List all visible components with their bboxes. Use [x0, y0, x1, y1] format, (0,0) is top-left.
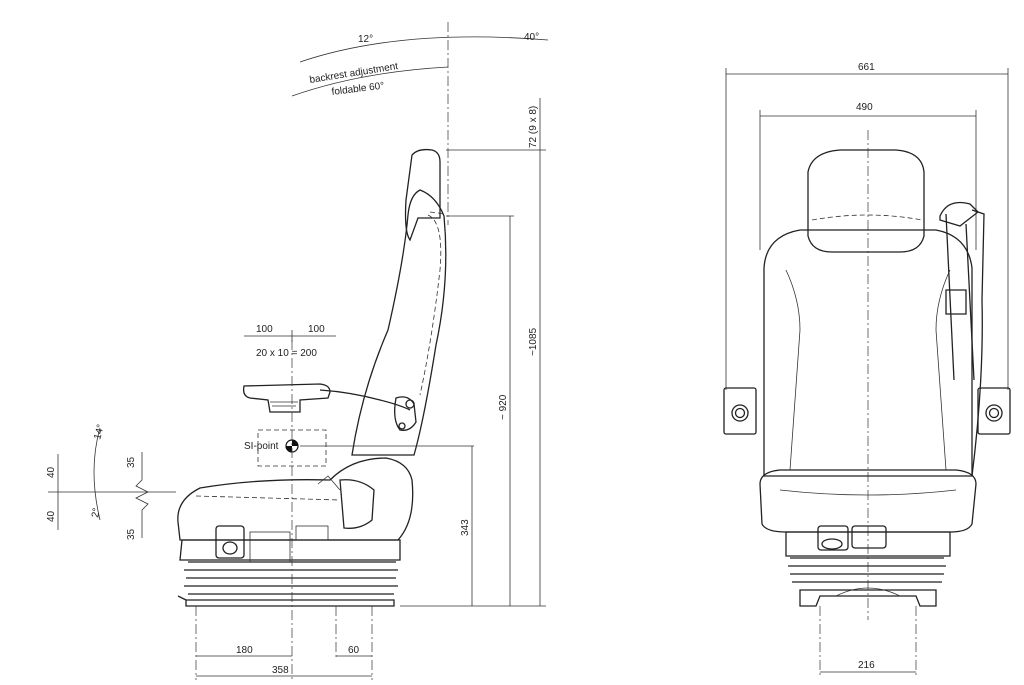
side-bolster [339, 479, 375, 529]
front-cushion-outline [759, 469, 977, 533]
seat-width-label: 490 [856, 102, 873, 113]
dim-358-label: 358 [272, 665, 289, 676]
backrest-hinge [394, 396, 417, 431]
left-bracket-bolt-icon [731, 404, 749, 422]
left-bracket-bolt-inner [734, 407, 746, 419]
base-lever [177, 595, 187, 601]
fore-aft-right-label: 100 [308, 324, 325, 335]
backrest-adjustment-label: backrest adjustment [309, 61, 399, 86]
backrest-outline [351, 189, 447, 456]
front-bellows [788, 557, 946, 583]
suspension-up-label: 35 [126, 456, 137, 468]
headrest-adjust-label: 72 (9 x 8) [528, 106, 539, 148]
si-height-label: 343 [460, 519, 471, 536]
si-point-label: SI-point [244, 441, 279, 452]
hinge-bolt-icon [405, 399, 415, 409]
front-seat-frame [785, 531, 951, 557]
suspension-bellows [184, 561, 398, 595]
front-headrest-contour [811, 214, 923, 221]
left-bracket [723, 387, 757, 435]
side-view: 12° 40° backrest adjustment foldable 60° [46, 22, 549, 680]
foldable-label: foldable 60° [331, 81, 385, 98]
tilt-up-label: 14° [92, 423, 107, 440]
front-headrest-outline [807, 149, 925, 253]
base-width-label: 216 [858, 660, 875, 671]
front-knob-icon [821, 538, 843, 550]
tilt-down-label: 2° [90, 507, 102, 518]
hinge-pin-icon [398, 422, 406, 430]
angle-40-label: 40° [524, 32, 539, 43]
armrest-arm [319, 389, 411, 411]
headrest-outline [404, 148, 441, 242]
suspension-down-label: 35 [126, 528, 137, 540]
seat-cushion-outline [177, 457, 414, 541]
headrest-contour [429, 211, 447, 215]
right-bracket [977, 387, 1011, 435]
backrest-inner-contour [419, 214, 442, 396]
vertical-down-label: 40 [46, 510, 57, 522]
base-plate [185, 599, 395, 607]
right-bracket-bolt-icon [985, 404, 1003, 422]
vertical-up-label: 40 [46, 466, 57, 478]
side-panel [971, 209, 985, 477]
front-control-box [817, 525, 849, 551]
front-view: 661 490 [723, 62, 1011, 676]
si-point-marker [286, 440, 298, 452]
overall-width-label: 661 [858, 62, 875, 73]
control-panel [249, 531, 291, 563]
fore-aft-steps-label: 20 x 10 = 200 [256, 348, 317, 359]
total-height-label: ~1085 [528, 327, 539, 356]
belt-guide [939, 201, 979, 227]
adjust-knob-icon [222, 541, 238, 555]
front-base [799, 589, 937, 607]
backrest-adjust-arc [291, 66, 449, 97]
armrest-detail [270, 401, 298, 407]
front-base-arch [835, 587, 901, 597]
front-cushion-seam [779, 489, 957, 496]
bolster-detail [317, 475, 341, 491]
lever-housing [215, 525, 245, 559]
backrest-angle-arc [299, 36, 549, 63]
suspension-travel-symbol [135, 452, 149, 538]
right-bracket-bolt-inner [988, 407, 1000, 419]
seatbelt-strap [945, 213, 975, 381]
angle-12-label: 12° [358, 34, 373, 45]
front-lever-housing [851, 525, 887, 549]
dim-180-label: 180 [236, 645, 253, 656]
cushion-contour [195, 495, 341, 501]
tilt-arc [93, 427, 101, 521]
front-backrest-outline [763, 229, 973, 477]
back-height-label: ~ 920 [498, 394, 509, 420]
backrest-seams [785, 269, 951, 471]
armrest-outline [242, 383, 331, 413]
fore-aft-left-label: 100 [256, 324, 273, 335]
control-switch [295, 525, 329, 541]
dim-60-label: 60 [348, 645, 360, 656]
belt-buckle [945, 289, 967, 315]
